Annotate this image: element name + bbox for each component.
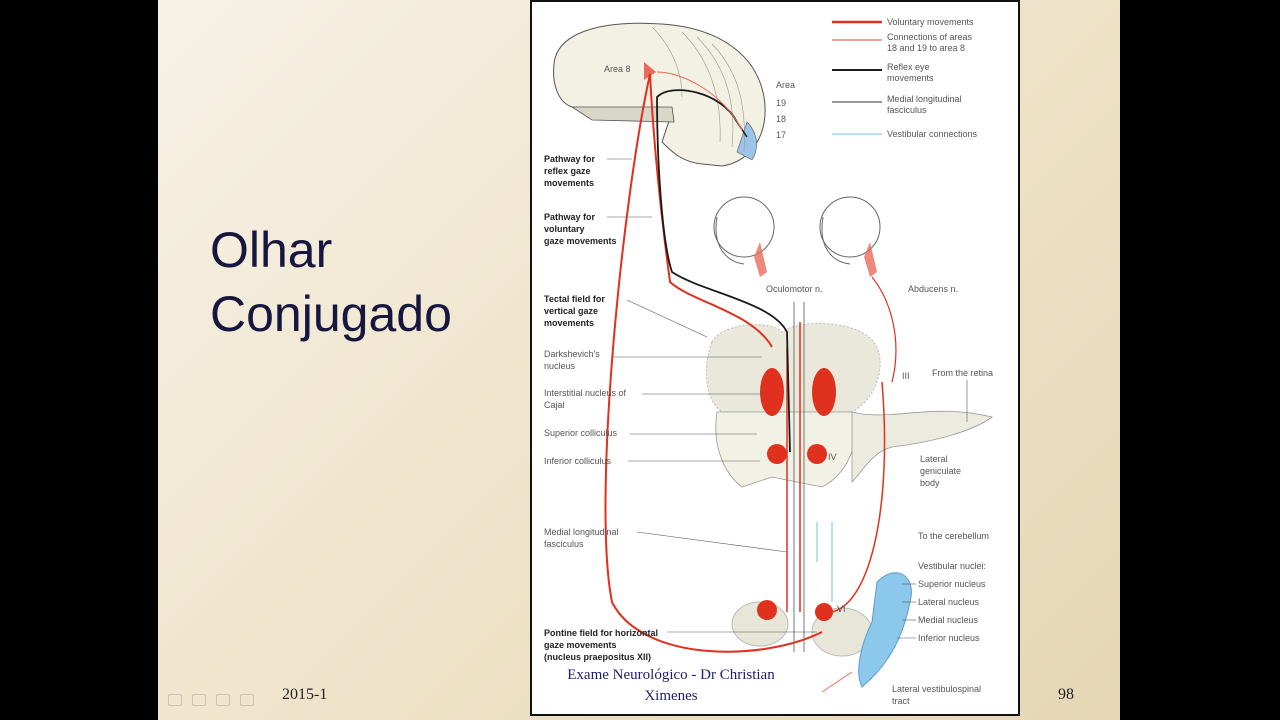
legend-reflex-2: movements xyxy=(887,73,934,83)
legend-voluntary: Voluntary movements xyxy=(887,17,974,27)
gaze-pathways-diagram: Voluntary movements Connections of areas… xyxy=(530,0,1020,716)
label-lgb-3: body xyxy=(920,478,940,488)
vestibular-nuclei-shape xyxy=(858,572,912,688)
slide-title: Olhar Conjugado xyxy=(210,218,452,346)
slide: Olhar Conjugado xyxy=(158,0,1120,720)
label-from-retina: From the retina xyxy=(932,368,993,378)
prev-slide-icon[interactable] xyxy=(168,694,182,706)
label-reflex-pathway-1: Pathway for xyxy=(544,154,596,164)
label-superior-nucleus: Superior nucleus xyxy=(918,579,986,589)
legend-connections-2: 18 and 19 to area 8 xyxy=(887,43,965,53)
label-reflex-pathway-2: reflex gaze xyxy=(544,166,591,176)
label-oculomotor: Oculomotor n. xyxy=(766,284,823,294)
label-reflex-pathway-3: movements xyxy=(544,178,594,188)
footer-author-line-1: Exame Neurológico - Dr Christian xyxy=(567,667,775,683)
label-tectal-2: vertical gaze xyxy=(544,306,598,316)
voluntary-pathway xyxy=(649,73,773,348)
label-lvst-2: tract xyxy=(892,696,910,706)
eye-left xyxy=(713,196,775,265)
label-pontine-1: Pontine field for horizontal xyxy=(544,628,658,638)
diagram-svg: Voluntary movements Connections of areas… xyxy=(544,17,993,706)
label-to-cerebellum: To the cerebellum xyxy=(918,531,989,541)
label-mlf-1: Medial longitudinal xyxy=(544,527,619,537)
label-cajal-1: Interstitial nucleus of xyxy=(544,388,627,398)
label-superior-colliculus: Superior colliculus xyxy=(544,428,618,438)
mlf-pathway xyxy=(793,302,805,652)
label-lgb-2: geniculate xyxy=(920,466,961,476)
label-pontine-2: gaze movements xyxy=(544,640,617,650)
label-inferior-colliculus: Inferior colliculus xyxy=(544,456,612,466)
footer-author: Exame Neurológico - Dr Christian Ximenes xyxy=(536,665,806,707)
slideshow-controls[interactable] xyxy=(168,694,254,706)
slides-icon[interactable] xyxy=(216,694,230,706)
label-darkshevich-1: Darkshevich's xyxy=(544,349,600,359)
label-area: Area xyxy=(776,80,795,90)
midbrain-section xyxy=(705,322,993,488)
next-slide-icon[interactable] xyxy=(240,694,254,706)
reflex-pathway xyxy=(656,89,791,453)
footer-date: 2015-1 xyxy=(282,686,328,703)
label-voluntary-pathway-1: Pathway for xyxy=(544,212,596,222)
legend-mlf-1: Medial longitudinal xyxy=(887,94,962,104)
label-tectal-3: movements xyxy=(544,318,594,328)
legend-mlf-2: fasciculus xyxy=(887,105,927,115)
label-vi: VI xyxy=(837,604,846,614)
label-iv: IV xyxy=(828,452,837,462)
label-lgb-1: Lateral xyxy=(920,454,948,464)
label-area18: 18 xyxy=(776,114,786,124)
title-line-2: Conjugado xyxy=(210,286,452,342)
label-pontine-3: (nucleus praepositus XII) xyxy=(544,652,651,662)
label-voluntary-pathway-3: gaze movements xyxy=(544,236,617,246)
label-area19: 19 xyxy=(776,98,786,108)
slide-number: 98 xyxy=(1058,686,1074,703)
pen-icon[interactable] xyxy=(192,694,206,706)
label-cajal-2: Cajal xyxy=(544,400,565,410)
legend-vestibular: Vestibular connections xyxy=(887,129,978,139)
label-lvst-1: Lateral vestibulospinal xyxy=(892,684,981,694)
label-area8: Area 8 xyxy=(604,64,631,74)
title-line-1: Olhar xyxy=(210,222,333,278)
label-lateral-nucleus: Lateral nucleus xyxy=(918,597,980,607)
pons-section xyxy=(731,572,912,688)
legend-reflex-1: Reflex eye xyxy=(887,62,930,72)
label-iii: III xyxy=(902,371,910,381)
legend-connections-1: Connections of areas xyxy=(887,32,973,42)
eye-right xyxy=(819,196,881,265)
label-abducens: Abducens n. xyxy=(908,284,958,294)
label-darkshevich-2: nucleus xyxy=(544,361,576,371)
label-mlf-2: fasciculus xyxy=(544,539,584,549)
footer-author-line-2: Ximenes xyxy=(644,688,698,704)
label-inferior-nucleus: Inferior nucleus xyxy=(918,633,980,643)
label-medial-nucleus: Medial nucleus xyxy=(918,615,979,625)
label-vestibular-nuclei: Vestibular nuclei: xyxy=(918,561,986,571)
label-tectal-1: Tectal field for xyxy=(544,294,605,304)
legend: Voluntary movements Connections of areas… xyxy=(832,17,978,139)
label-voluntary-pathway-2: voluntary xyxy=(544,224,585,234)
label-area17: 17 xyxy=(776,130,786,140)
